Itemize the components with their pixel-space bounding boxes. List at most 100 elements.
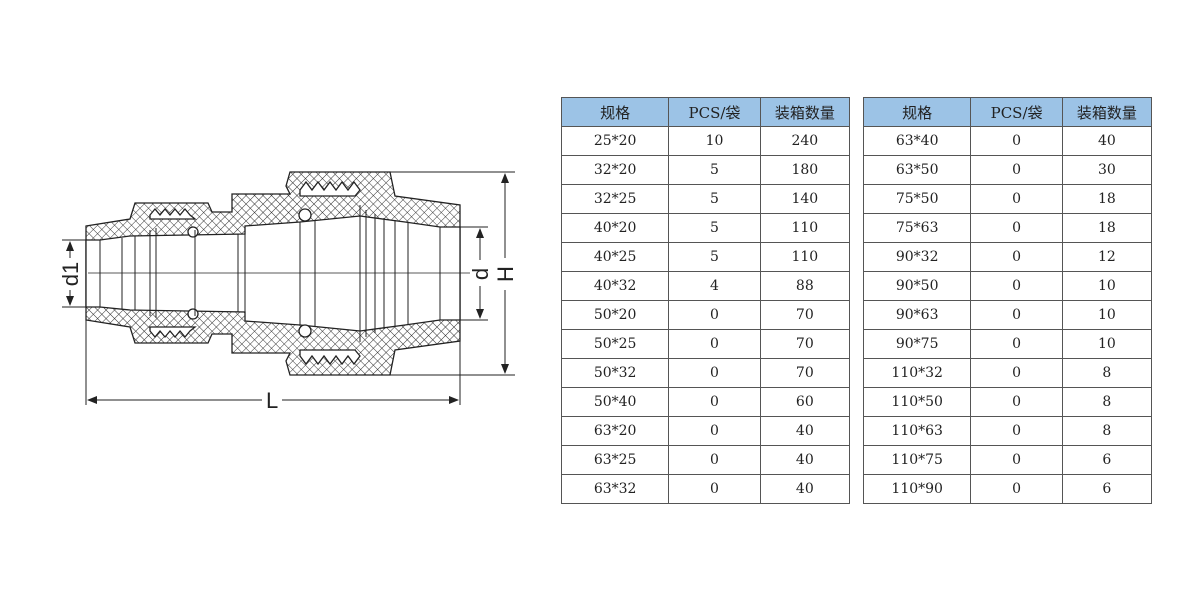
cell-pcs-per-bag: 0 — [970, 387, 1063, 417]
o-ring — [187, 226, 199, 238]
cell-carton-qty: 12 — [1061, 242, 1153, 272]
cell-spec: 50*40 — [560, 387, 670, 417]
cell-pcs-per-bag: 5 — [668, 155, 761, 185]
cell-carton-qty: 8 — [1061, 416, 1153, 446]
nut-threads — [149, 207, 197, 339]
cell-pcs-per-bag: 0 — [970, 271, 1063, 301]
label-L: L — [266, 388, 278, 413]
header-row: 规格 PCS/袋 装箱数量 — [560, 97, 851, 127]
cell-spec: 40*20 — [560, 213, 670, 243]
header-pcs-per-bag: PCS/袋 — [970, 97, 1063, 127]
cell-spec: 75*50 — [862, 184, 972, 214]
header-row: 规格 PCS/袋 装箱数量 — [862, 97, 1153, 127]
cell-pcs-per-bag: 0 — [970, 213, 1063, 243]
cell-spec: 50*32 — [560, 358, 670, 388]
cell-pcs-per-bag: 0 — [970, 126, 1063, 156]
cell-carton-qty: 110 — [759, 242, 851, 272]
cell-pcs-per-bag: 0 — [970, 184, 1063, 214]
cell-pcs-per-bag: 5 — [668, 184, 761, 214]
cell-spec: 50*25 — [560, 329, 670, 359]
label-d: d — [468, 268, 493, 280]
cell-carton-qty: 70 — [759, 300, 851, 330]
cell-pcs-per-bag: 0 — [970, 242, 1063, 272]
cell-spec: 110*90 — [862, 474, 972, 504]
label-H: H — [493, 266, 518, 282]
fitting-body — [85, 171, 470, 376]
header-spec: 规格 — [560, 97, 670, 127]
cell-spec: 63*40 — [862, 126, 972, 156]
big-nut-threads — [299, 180, 361, 366]
cell-pcs-per-bag: 4 — [668, 271, 761, 301]
cell-carton-qty: 6 — [1061, 474, 1153, 504]
cell-spec: 63*25 — [560, 445, 670, 475]
cell-carton-qty: 40 — [759, 445, 851, 475]
cell-spec: 90*75 — [862, 329, 972, 359]
cell-carton-qty: 6 — [1061, 445, 1153, 475]
cell-carton-qty: 140 — [759, 184, 851, 214]
cell-carton-qty: 40 — [759, 416, 851, 446]
cell-carton-qty: 110 — [759, 213, 851, 243]
cell-pcs-per-bag: 0 — [970, 416, 1063, 446]
cell-pcs-per-bag: 0 — [970, 358, 1063, 388]
cell-carton-qty: 70 — [759, 358, 851, 388]
cell-carton-qty: 18 — [1061, 213, 1153, 243]
cell-carton-qty: 8 — [1061, 387, 1153, 417]
cell-pcs-per-bag: 0 — [668, 329, 761, 359]
o-ring — [298, 324, 312, 338]
cell-spec: 50*20 — [560, 300, 670, 330]
cell-pcs-per-bag: 0 — [668, 387, 761, 417]
cell-pcs-per-bag: 0 — [668, 416, 761, 446]
cell-pcs-per-bag: 0 — [970, 329, 1063, 359]
header-pcs-per-bag: PCS/袋 — [668, 97, 761, 127]
header-spec: 规格 — [862, 97, 972, 127]
cell-spec: 63*50 — [862, 155, 972, 185]
cell-spec: 110*63 — [862, 416, 972, 446]
cell-carton-qty: 10 — [1061, 329, 1153, 359]
cell-spec: 75*63 — [862, 213, 972, 243]
cell-spec: 25*20 — [560, 126, 670, 156]
cell-carton-qty: 18 — [1061, 184, 1153, 214]
cell-spec: 90*32 — [862, 242, 972, 272]
cell-pcs-per-bag: 10 — [668, 126, 761, 156]
cell-carton-qty: 10 — [1061, 300, 1153, 330]
cell-carton-qty: 10 — [1061, 271, 1153, 301]
cell-spec: 40*25 — [560, 242, 670, 272]
cell-carton-qty: 40 — [759, 474, 851, 504]
o-ring — [187, 308, 199, 320]
label-d1: d1 — [58, 262, 83, 286]
cell-carton-qty: 40 — [1061, 126, 1153, 156]
cell-spec: 110*32 — [862, 358, 972, 388]
cell-pcs-per-bag: 0 — [668, 445, 761, 475]
cell-pcs-per-bag: 0 — [668, 300, 761, 330]
cell-carton-qty: 8 — [1061, 358, 1153, 388]
cell-carton-qty: 180 — [759, 155, 851, 185]
cell-carton-qty: 88 — [759, 271, 851, 301]
cell-carton-qty: 240 — [759, 126, 851, 156]
cell-spec: 90*50 — [862, 271, 972, 301]
o-ring — [298, 208, 312, 222]
cell-spec: 110*75 — [862, 445, 972, 475]
cell-spec: 63*32 — [560, 474, 670, 504]
